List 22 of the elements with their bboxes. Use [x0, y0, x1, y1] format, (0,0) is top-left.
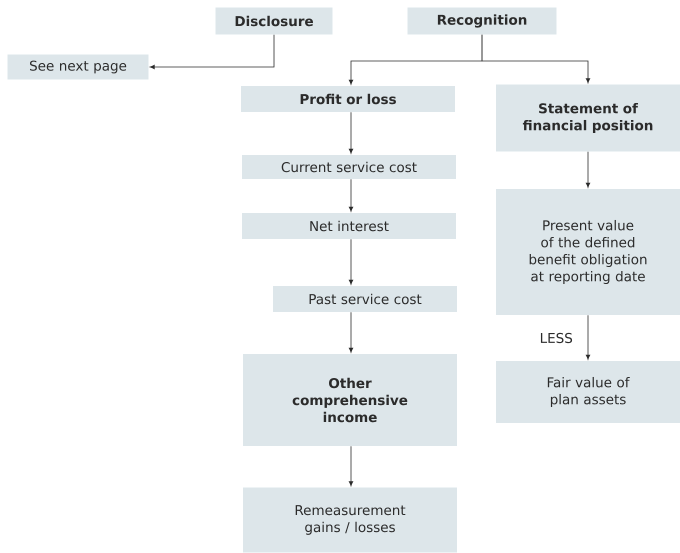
text-box: Fair value of plan assets: [496, 361, 680, 423]
arrow: [348, 446, 354, 486]
arrow: [348, 112, 354, 154]
text-box: Net interest: [242, 213, 456, 239]
arrow: [150, 34, 274, 70]
text-box: Statement of financial position: [496, 84, 680, 152]
arrow: [586, 314, 590, 360]
arrow: [586, 151, 590, 188]
text-box: Past service cost: [273, 286, 457, 312]
text-box: Disclosure: [216, 8, 332, 34]
edge-label: LESS: [540, 332, 572, 344]
text-box: Profit or loss: [241, 86, 455, 112]
arrow: [348, 178, 354, 212]
arrow: [482, 34, 590, 84]
text-box: Present value of the defined benefit obligation at reporting date: [496, 189, 680, 315]
text-box: Recognition: [408, 8, 556, 34]
text-box: Remeasurement gains / losses: [243, 488, 457, 552]
text-box: Current service cost: [242, 155, 456, 179]
arrow: [348, 312, 354, 353]
text-box: Other comprehensive income: [243, 354, 457, 446]
text-box: See next page: [8, 54, 148, 80]
arrow: [348, 238, 354, 285]
